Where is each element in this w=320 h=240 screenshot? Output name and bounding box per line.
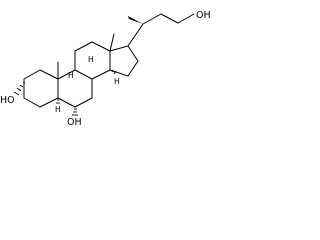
hashed-bond-c6-oh — [72, 108, 78, 116]
label-h-c14: H — [114, 77, 120, 86]
label-h-c8-background — [87, 54, 94, 63]
label-oh-side-chain: OH — [196, 10, 211, 21]
label-oh-c6: OH — [67, 117, 82, 127]
methyl-c13 — [109, 33, 115, 52]
label-h-c8: H — [88, 55, 94, 64]
label-h-c5: H — [55, 105, 61, 114]
steroid-structure-diagram: OH HO OH H H H H — [0, 10, 211, 127]
hashed-bond-c3-oh — [13, 81, 26, 96]
ring-b — [57, 69, 93, 108]
hashed-bond-c5-h — [56, 99, 60, 104]
label-h-c9: H — [68, 71, 74, 80]
ring-d — [109, 45, 139, 77]
ring-a — [23, 69, 59, 108]
label-ho-c3: HO — [0, 95, 15, 106]
hashed-bond-c14-h — [111, 69, 117, 75]
side-chain — [127, 13, 195, 47]
ring-c — [74, 41, 111, 80]
